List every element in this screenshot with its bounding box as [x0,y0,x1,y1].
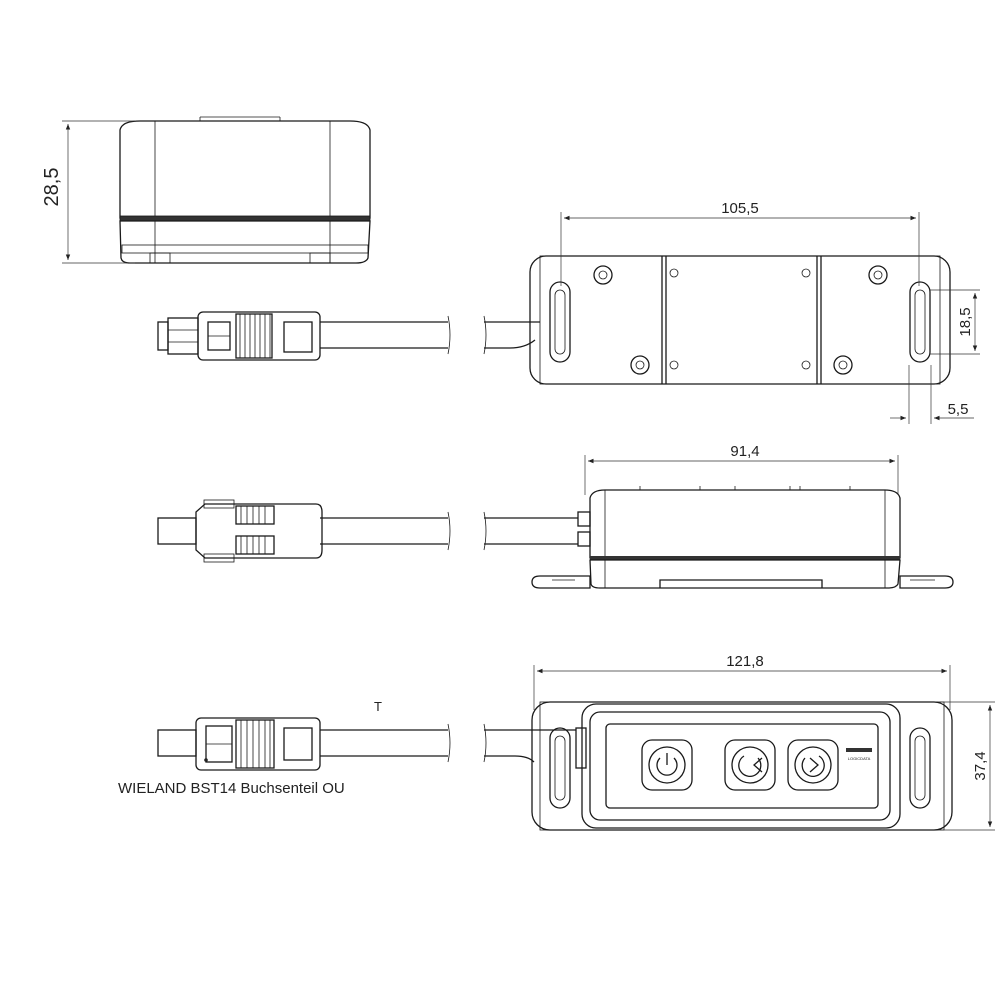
power-button[interactable] [641,739,693,791]
dim-121-8: 121,8 [726,653,764,670]
dimension-width-bottom: 121,8 [533,653,951,710]
connector-front [157,499,323,563]
dimension-height-side: 28,5 [41,120,135,264]
brand-logo: LOGICDATA [846,748,872,761]
rotate-left-button[interactable] [724,739,776,791]
side-view-box [119,116,371,264]
dim-91-4: 91,4 [730,443,759,460]
top-view-plate [529,255,951,385]
dimension-height-bottom: 37,4 [940,701,995,831]
front-view-box [531,486,954,589]
dim-37-4: 37,4 [972,751,989,780]
cable-panel [320,723,576,763]
rotate-right-icon [801,755,825,777]
power-icon [656,753,678,776]
rotate-left-icon [738,755,763,777]
dim-28-5: 28,5 [41,168,63,207]
dimension-width-top: 105,5 [560,200,920,286]
dimension-width-front: 91,4 [584,443,899,495]
connector-caption: WIELAND BST14 Buchsenteil OU [118,780,345,797]
connector-top [157,311,321,361]
dimension-slot-offset: 5,5 [890,365,974,424]
cable-front [320,511,578,551]
dimension-slot-height: 18,5 [930,289,980,355]
panel-view-box [531,701,953,831]
cable-top [320,315,540,355]
brand-mark-text: LOGICDATA [848,756,871,761]
rotate-right-button[interactable] [787,739,839,791]
dim-18-5: 18,5 [957,307,974,336]
marker-t: T [374,699,382,714]
dim-5-5: 5,5 [948,401,969,418]
dim-105-5: 105,5 [721,200,759,217]
connector-panel [157,717,321,771]
